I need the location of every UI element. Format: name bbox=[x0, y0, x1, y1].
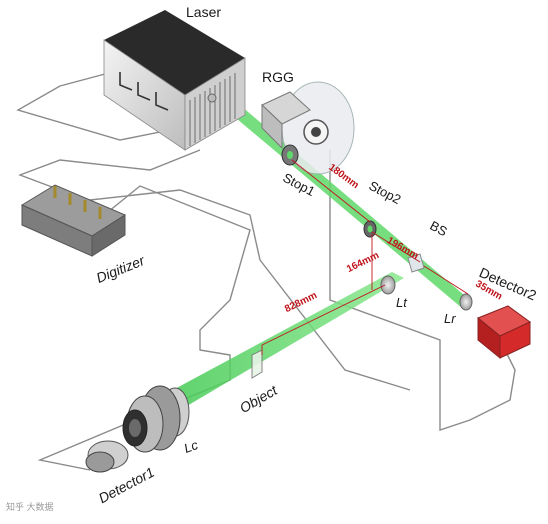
object-plate bbox=[251, 349, 263, 379]
digitizer-side bbox=[91, 214, 126, 257]
digitizer-cable-top bbox=[18, 149, 201, 191]
digitizer-device bbox=[20, 184, 127, 257]
dim-line-35 bbox=[423, 265, 469, 295]
watermark: 知乎 大数据 bbox=[6, 502, 54, 512]
laser-cable bbox=[16, 69, 171, 141]
dim-line-828 bbox=[261, 284, 386, 346]
label-rgg: RGG bbox=[262, 69, 294, 85]
detector2-device bbox=[477, 305, 531, 360]
lens-lc bbox=[122, 385, 190, 453]
laser-aperture bbox=[207, 93, 217, 103]
laser-device bbox=[103, 10, 246, 151]
label-laser: Laser bbox=[186, 4, 222, 20]
digitizer-connectors bbox=[53, 186, 102, 219]
beam-splitter bbox=[407, 253, 425, 273]
stop2 bbox=[363, 220, 377, 238]
rgg-mount-side bbox=[261, 103, 283, 150]
object-beam bbox=[158, 272, 404, 413]
label-lr: Lr bbox=[444, 311, 456, 326]
laser-brackets bbox=[119, 72, 169, 111]
rgg-hub-center bbox=[311, 127, 321, 137]
main-beam bbox=[212, 95, 470, 308]
dim-line-196 bbox=[371, 231, 421, 263]
laser-top bbox=[104, 10, 245, 95]
dimension-lines bbox=[261, 159, 469, 355]
lens-lr bbox=[459, 293, 473, 311]
label-lt: Lt bbox=[396, 295, 407, 310]
digitizer-cable-right bbox=[89, 189, 411, 391]
lens-lt bbox=[380, 275, 396, 295]
stop1 bbox=[281, 144, 299, 166]
dim-line-180 bbox=[291, 159, 371, 223]
detector1-device bbox=[85, 440, 129, 473]
laser-fins bbox=[189, 73, 236, 146]
rgg-device bbox=[261, 81, 355, 175]
detector2-side bbox=[499, 321, 531, 359]
